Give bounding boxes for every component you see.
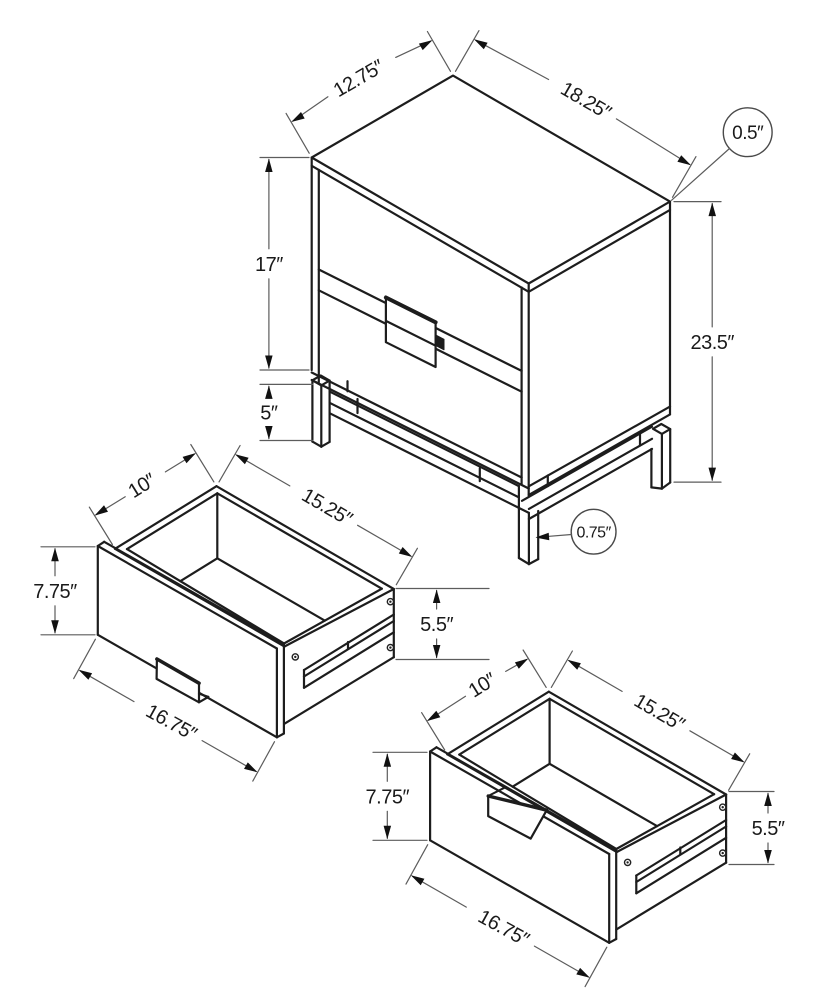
svg-text:5.5″: 5.5″: [420, 614, 453, 636]
svg-text:5.5″: 5.5″: [752, 818, 785, 840]
svg-text:17″: 17″: [255, 254, 283, 276]
svg-text:0.5″: 0.5″: [732, 123, 764, 144]
svg-text:5″: 5″: [260, 402, 278, 424]
svg-text:7.75″: 7.75″: [366, 786, 410, 808]
svg-text:0.75″: 0.75″: [576, 525, 611, 542]
svg-text:7.75″: 7.75″: [33, 581, 77, 603]
svg-text:23.5″: 23.5″: [690, 332, 734, 354]
